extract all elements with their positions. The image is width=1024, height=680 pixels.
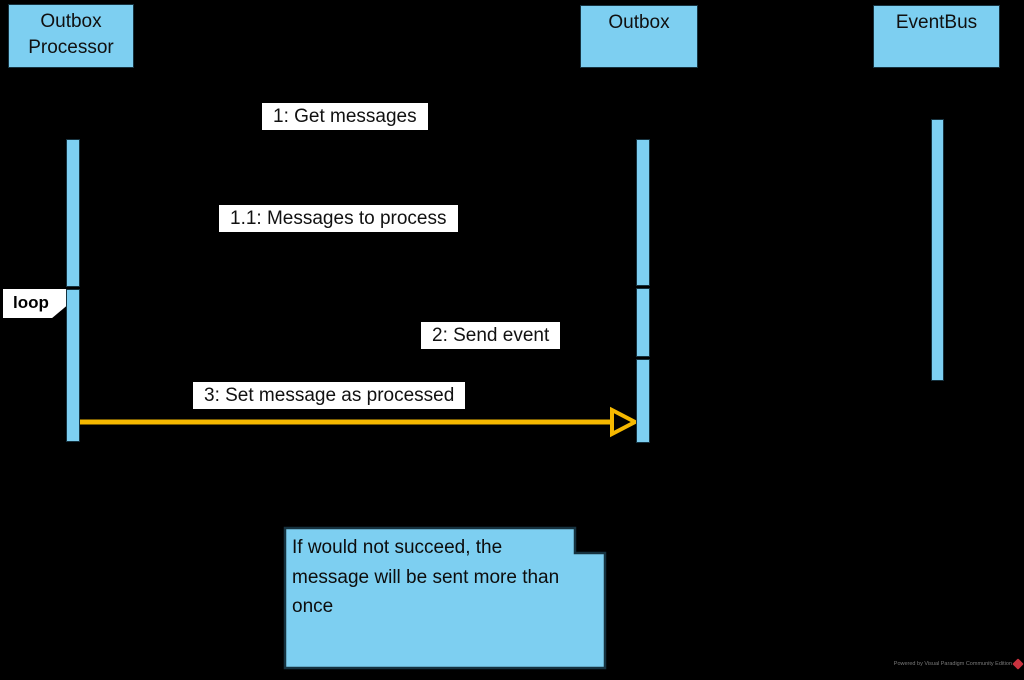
activation-outbox-processor-2 [66, 289, 80, 442]
activation-outbox-processor-1 [66, 139, 80, 287]
message-1-arrowhead-icon [622, 131, 636, 147]
participant-eventbus: EventBus [873, 5, 1000, 68]
participant-outbox: Outbox [580, 5, 698, 68]
message-label-1: 1: Get messages [262, 103, 428, 130]
participant-eventbus-label: EventBus [895, 12, 978, 33]
visual-paradigm-logo-icon [1012, 658, 1024, 670]
participant-outbox-label: Outbox [608, 12, 670, 33]
message-label-2: 2: Send event [421, 322, 561, 349]
watermark: Powered by Visual Paradigm Community Edi… [893, 658, 1024, 670]
activation-outbox-1 [636, 139, 650, 286]
activation-outbox-3 [636, 359, 650, 443]
participant-outbox-processor-label: Outbox Processor [28, 11, 114, 58]
message-2-arrowhead-icon [917, 350, 931, 366]
loop-fragment-label: loop [3, 289, 66, 318]
message-label-1-1: 1.1: Messages to process [219, 205, 458, 232]
activation-eventbus [931, 119, 944, 381]
note-text: If would not succeed, the message will b… [292, 537, 560, 617]
participant-outbox-processor: Outbox Processor [8, 4, 134, 68]
watermark-text: Powered by Visual Paradigm Community Edi… [893, 661, 1012, 667]
message-3-arrowhead-icon [610, 406, 640, 438]
note-shape [283, 526, 607, 670]
message-1-1-arrowhead-icon [77, 231, 95, 249]
activation-outbox-2 [636, 288, 650, 357]
message-label-3: 3: Set message as processed [193, 382, 466, 409]
